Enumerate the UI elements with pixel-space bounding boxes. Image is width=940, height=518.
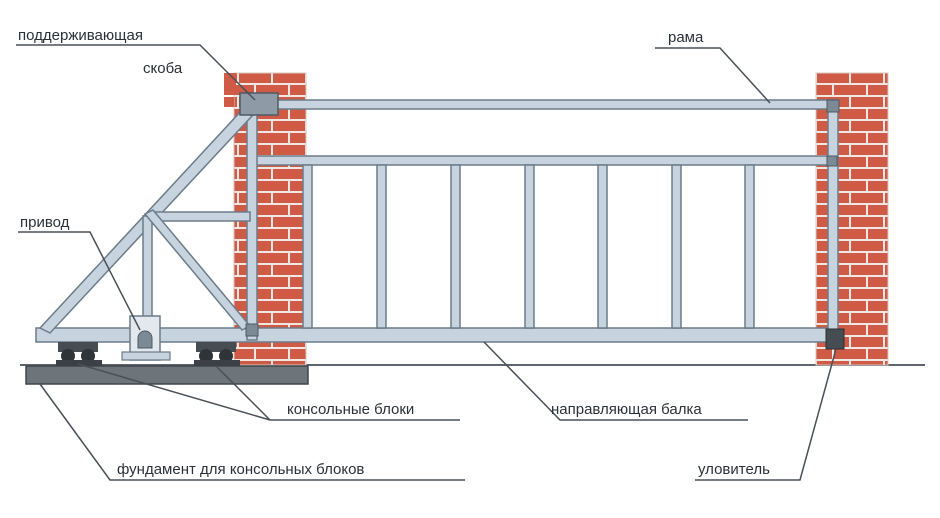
picket bbox=[450, 164, 461, 329]
right-brick-pillar bbox=[815, 72, 889, 366]
label-support-bracket-line1: поддерживающая bbox=[18, 27, 143, 44]
cantilever-upright bbox=[142, 215, 153, 329]
picket bbox=[376, 164, 387, 329]
catcher bbox=[825, 328, 845, 350]
catcher-leader bbox=[695, 348, 837, 481]
picket bbox=[744, 164, 755, 329]
top-rail bbox=[251, 99, 837, 110]
picket bbox=[671, 164, 682, 329]
label-foundation: фундамент для консольных блоков bbox=[117, 461, 364, 478]
label-frame: рама bbox=[668, 29, 704, 46]
picket bbox=[597, 164, 608, 329]
right-frame-post bbox=[827, 99, 839, 341]
cantilever-crossbar bbox=[149, 211, 251, 222]
gate-frame bbox=[35, 99, 839, 343]
guide-beam-leader bbox=[483, 341, 748, 421]
roller-block-left bbox=[56, 342, 102, 366]
cantilever-blocks-leader-1 bbox=[77, 363, 271, 421]
foundation-slab bbox=[25, 365, 309, 385]
picket bbox=[302, 164, 313, 329]
roller-block-right bbox=[194, 342, 240, 366]
support-bracket-leader bbox=[16, 44, 256, 101]
middle-rail bbox=[251, 155, 833, 166]
label-cantilever-blocks: консольные блоки bbox=[287, 401, 414, 418]
drive-leader bbox=[18, 231, 141, 331]
cantilever-blocks-leader-2 bbox=[215, 365, 460, 421]
picket bbox=[524, 164, 535, 329]
frame-joints bbox=[245, 99, 840, 337]
leader-lines bbox=[16, 44, 837, 481]
frame-leader bbox=[655, 47, 771, 104]
label-support-bracket-line2: скоба bbox=[143, 60, 183, 77]
label-drive: привод bbox=[20, 214, 70, 231]
label-catcher: уловитель bbox=[698, 461, 770, 478]
label-guide-beam: направляющая балка bbox=[551, 401, 702, 418]
drive-unit bbox=[121, 315, 171, 361]
foundation-leader bbox=[39, 383, 465, 481]
support-bracket bbox=[239, 92, 279, 116]
